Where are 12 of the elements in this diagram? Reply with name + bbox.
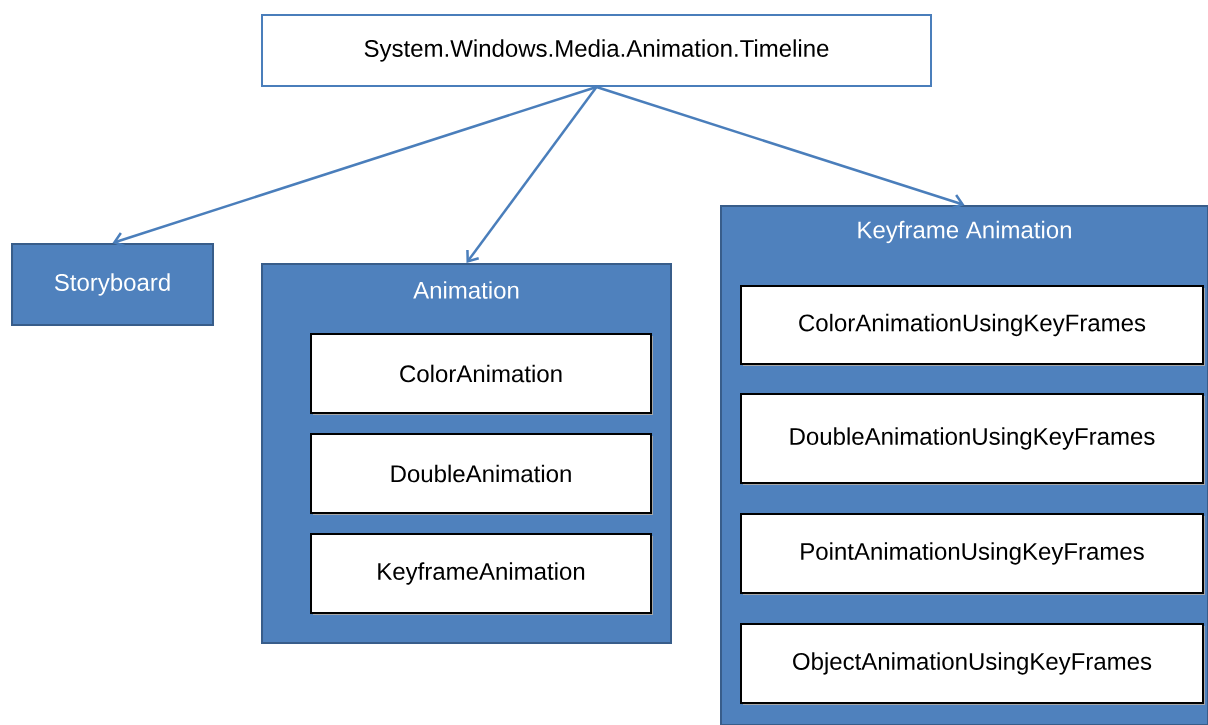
class-box: System.Windows.Media.Animation.Timeline [261,14,932,87]
class-box: ColorAnimation [310,333,653,415]
arrow [596,85,965,210]
class-box: Storyboard [11,243,214,326]
class-box: ObjectAnimationUsingKeyFrames [740,623,1205,705]
class-box: DoubleAnimationUsingKeyFrames [740,393,1205,485]
class-box: PointAnimationUsingKeyFrames [740,513,1205,595]
class-box: DoubleAnimation [310,433,653,515]
arrow [466,86,598,263]
class-box: ColorAnimationUsingKeyFrames [740,285,1205,366]
class-box: KeyframeAnimation [310,533,653,615]
arrow [112,85,597,248]
